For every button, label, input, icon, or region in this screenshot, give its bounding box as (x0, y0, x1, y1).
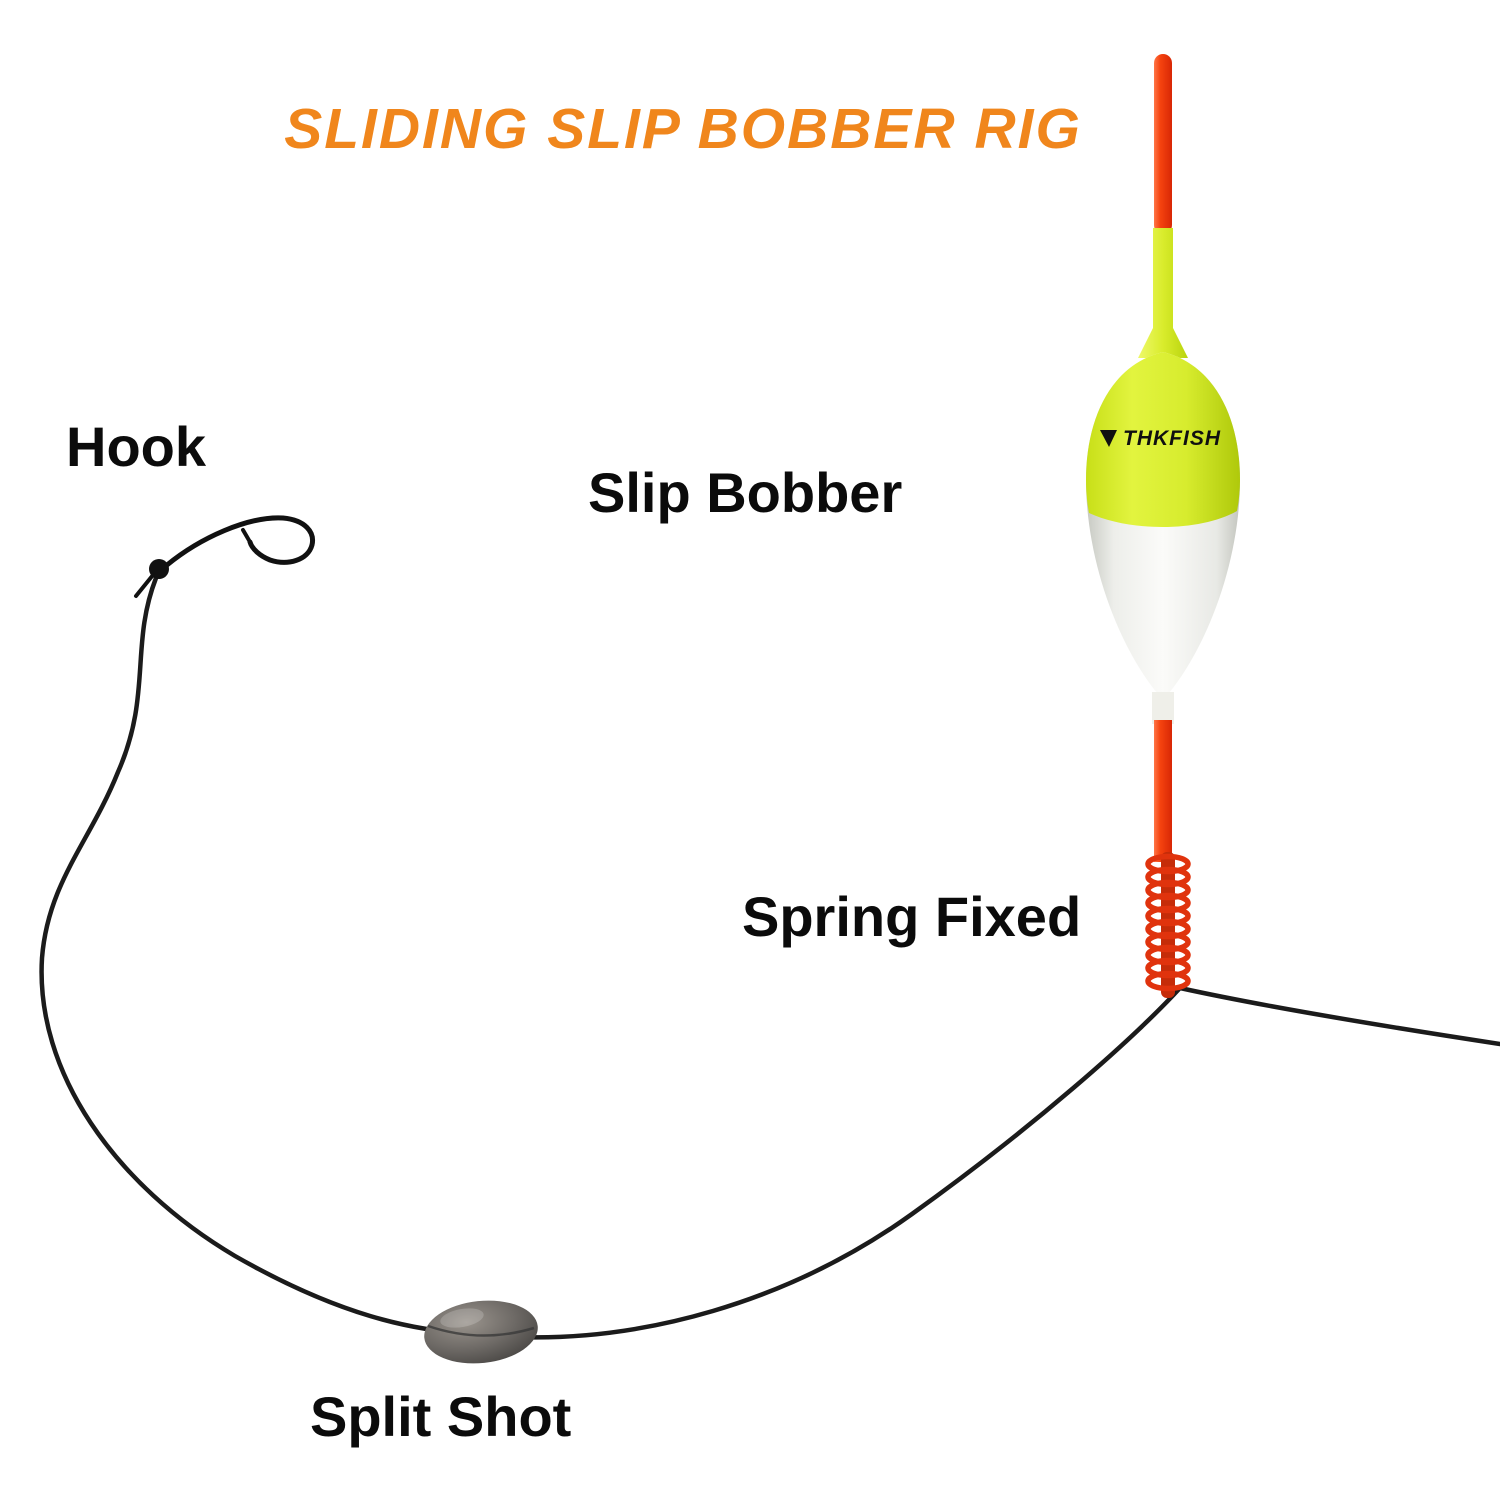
bobber-antenna-yellow (1138, 228, 1188, 358)
line-spring-to-edge (1177, 985, 1500, 1047)
hook-graphic (134, 515, 316, 598)
split-shot-body (424, 1300, 538, 1364)
split-shot-seam (427, 1324, 535, 1337)
hook-tag-end (134, 573, 155, 598)
slip-bobber-float: THKFISH (1086, 54, 1240, 998)
hook-label: Hook (66, 415, 206, 478)
spring-coils (1145, 853, 1191, 992)
bobber-antenna-red (1154, 54, 1172, 234)
diagram-title: SLIDING SLIP BOBBER RIG (284, 97, 1082, 161)
hook-barb (241, 528, 252, 544)
spring-fixed-label: Spring Fixed (742, 885, 1082, 948)
thkfish-logo-icon (1100, 430, 1117, 447)
split-shot-weight (424, 1300, 538, 1364)
fishing-line (39, 575, 1500, 1340)
bobber-body-yellow (1086, 352, 1240, 528)
hook-bend (164, 515, 316, 568)
line-hook-to-splitshot (39, 575, 473, 1337)
bobber-brand-text: THKFISH (1123, 427, 1221, 450)
line-splitshot-to-spring (492, 985, 1183, 1340)
bobber-stem-white (1152, 692, 1174, 724)
bobber-brand: THKFISH (1100, 427, 1221, 450)
split-shot-highlight (440, 1308, 484, 1328)
split-shot-label: Split Shot (310, 1385, 572, 1448)
slip-bobber-label: Slip Bobber (588, 461, 903, 524)
bobber-spring (1145, 852, 1191, 998)
bobber-stem-red (1154, 720, 1172, 862)
